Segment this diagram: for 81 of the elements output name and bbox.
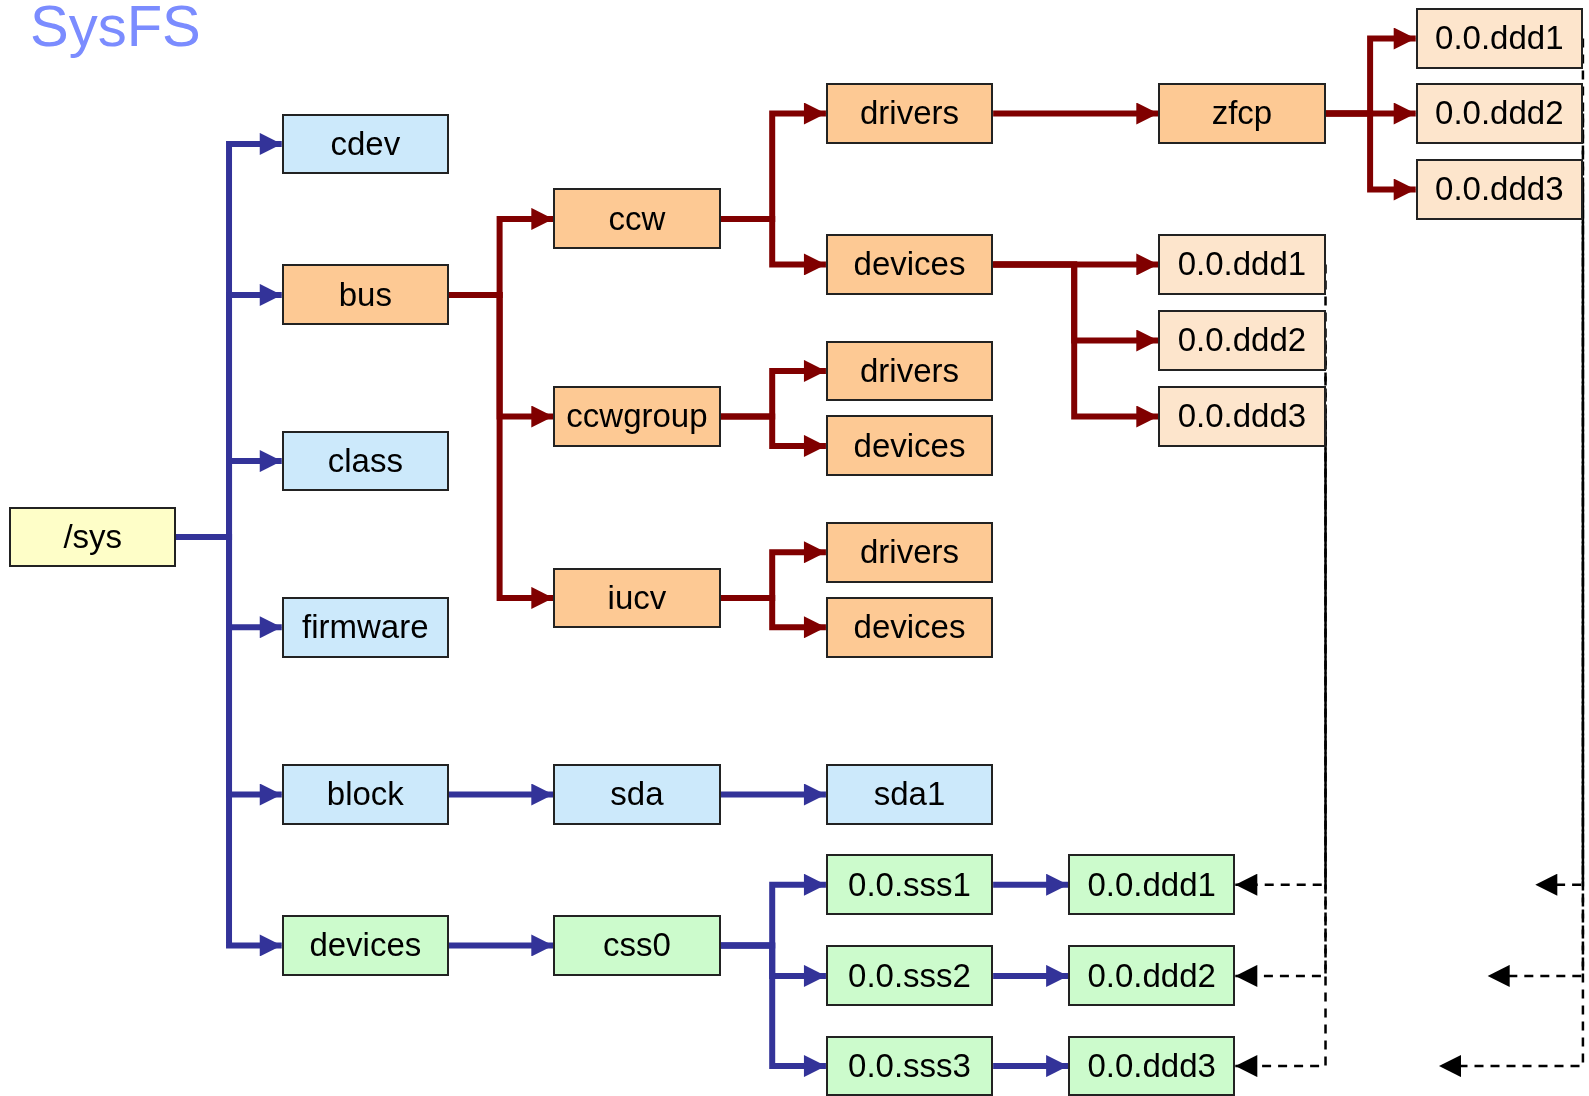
- folder-name: devices: [309, 926, 422, 965]
- folder-box: [825, 521, 994, 583]
- folder-name: 0.0.ddd1: [1177, 245, 1307, 284]
- folder-box: [281, 915, 449, 976]
- folder-name: 0.0.ddd2: [1177, 321, 1307, 360]
- folder-box: [1068, 854, 1236, 916]
- folder-box: [281, 430, 449, 492]
- arrow: [993, 873, 1069, 896]
- folder-name: 0.0.ddd1: [1435, 19, 1564, 58]
- folder-name: cdev: [330, 124, 401, 163]
- folder-box: [1068, 1035, 1236, 1096]
- folder-name: sda1: [873, 775, 946, 814]
- diagram-title: SysFS: [30, 0, 201, 58]
- folder-box: [825, 340, 994, 402]
- dashed-arrow: [1535, 37, 1585, 896]
- arrow: [448, 783, 554, 806]
- folder-name: 0.0.sss1: [848, 865, 971, 904]
- folder-box: [825, 234, 994, 295]
- arrow: [993, 1055, 1069, 1078]
- folder-box: [553, 188, 721, 250]
- folder-box: [825, 945, 994, 1007]
- folder-name: 0.0.sss3: [848, 1047, 971, 1086]
- folder-name: ccwgroup: [566, 397, 708, 436]
- folder-name: 0.0.sss2: [848, 956, 971, 995]
- folder-name: css0: [603, 926, 671, 965]
- folder-name: 0.0.ddd1: [1087, 865, 1216, 904]
- arrow: [448, 934, 554, 957]
- folder-box: [553, 915, 721, 976]
- folder-box: [281, 764, 449, 825]
- folder-box: [825, 596, 994, 658]
- folder-box: [9, 506, 177, 568]
- arrow: [720, 594, 826, 639]
- arrow: [993, 964, 1069, 987]
- folder-name: devices: [853, 245, 966, 284]
- arrow: [720, 413, 826, 457]
- folder-name: firmware: [302, 608, 429, 647]
- folder-name: drivers: [860, 94, 959, 133]
- folder-name: drivers: [860, 351, 959, 390]
- folder-box: [825, 854, 994, 916]
- folder-name: 0.0.ddd3: [1435, 170, 1564, 209]
- folder-name: class: [327, 442, 403, 481]
- folder-name: drivers: [860, 533, 959, 572]
- folder-box: [1415, 8, 1583, 69]
- folder-box: [1158, 386, 1326, 447]
- folder-name: 0.0.ddd2: [1087, 956, 1216, 995]
- folder-name: bus: [338, 275, 392, 314]
- folder-name: 0.0.ddd3: [1177, 397, 1307, 436]
- folder-box: [1158, 83, 1326, 144]
- dashed-arrow: [1439, 188, 1585, 1078]
- arrow: [1325, 110, 1416, 201]
- folder-name: 0.0.ddd3: [1087, 1047, 1216, 1086]
- folder-box: [553, 386, 721, 447]
- folder-name: devices: [853, 608, 966, 647]
- folder-name: 0.0.ddd2: [1435, 94, 1564, 133]
- folder-box: [1415, 83, 1583, 144]
- folder-box: [553, 567, 721, 629]
- arrow: [993, 261, 1159, 428]
- folder-box: [281, 264, 449, 326]
- arrow: [993, 102, 1159, 125]
- folder-box: [281, 113, 449, 175]
- folder-name: devices: [853, 426, 966, 465]
- folder-box: [1068, 945, 1236, 1007]
- arrow: [720, 215, 826, 276]
- folder-name: zfcp: [1211, 94, 1273, 133]
- folder-box: [1158, 234, 1326, 295]
- folder-name: block: [326, 775, 404, 814]
- folder-name: /sys: [63, 518, 123, 557]
- folder-name: ccw: [608, 199, 666, 238]
- folder-box: [281, 596, 449, 658]
- folder-box: [825, 1035, 994, 1096]
- dashed-arrow: [1487, 112, 1585, 987]
- folder-box: [553, 764, 721, 825]
- folder-box: [825, 415, 994, 477]
- folder-box: [825, 83, 994, 144]
- arrow: [720, 783, 826, 806]
- folder-name: sda: [610, 775, 664, 814]
- folder-name: iucv: [607, 578, 667, 617]
- folder-box: [1158, 310, 1326, 371]
- arrow: [720, 942, 826, 1078]
- folder-box: [825, 764, 994, 825]
- folder-box: [1415, 159, 1583, 220]
